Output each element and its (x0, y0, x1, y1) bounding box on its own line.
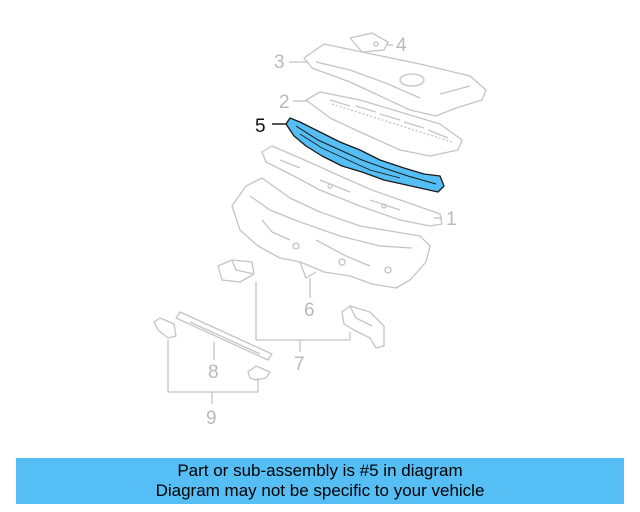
callout-2: 2 (279, 92, 290, 113)
callout-1: 1 (446, 209, 457, 230)
part-2-cowl-grille[interactable] (305, 91, 463, 157)
callout-5: 5 (255, 116, 266, 137)
callout-8: 8 (208, 362, 219, 383)
part-9-right-bracket[interactable] (247, 365, 271, 381)
leader-lines (167, 44, 442, 404)
part-4-bracket[interactable] (349, 32, 389, 53)
callout-3: 3 (274, 52, 285, 73)
part-8-rail[interactable] (175, 311, 273, 361)
part-7-left-bracket[interactable] (217, 259, 255, 283)
part-3-cowl-panel[interactable] (303, 43, 487, 117)
callout-9: 9 (206, 408, 217, 429)
banner-line-2: Diagram may not be specific to your vehi… (155, 481, 485, 500)
parts-diagram: 1 2 3 4 5 6 7 8 9 (153, 32, 487, 429)
callout-6: 6 (304, 300, 315, 321)
part-9-left-bracket[interactable] (153, 317, 177, 339)
part-7-right-bracket[interactable] (341, 305, 385, 349)
part-5-highlighted-seal[interactable] (272, 117, 445, 193)
callout-7: 7 (294, 354, 305, 375)
info-banner: Part or sub-assembly is #5 in diagram Di… (16, 458, 624, 504)
part-6-dash-panel[interactable] (231, 177, 431, 289)
callout-4: 4 (396, 35, 407, 56)
banner-line-1: Part or sub-assembly is #5 in diagram (177, 461, 463, 480)
part-1-cowl-lower[interactable] (261, 145, 443, 227)
